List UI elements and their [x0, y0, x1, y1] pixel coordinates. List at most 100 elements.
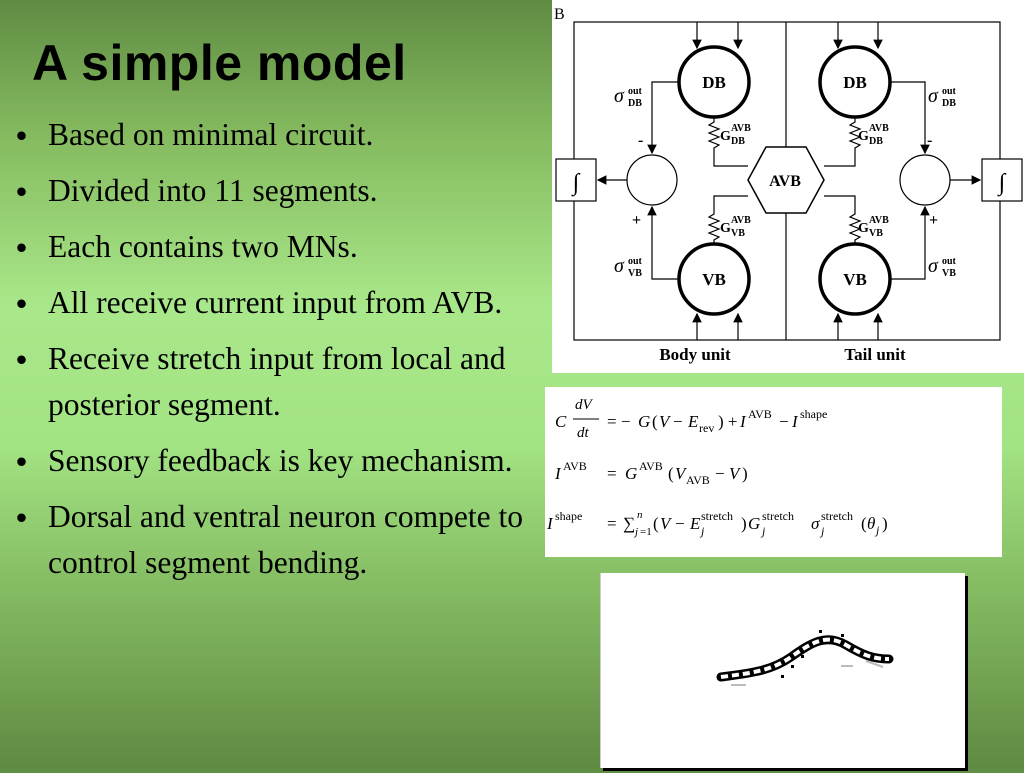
svg-text:) +: ) + [718, 412, 738, 431]
svg-text:j: j [699, 524, 705, 538]
svg-text:shape: shape [555, 509, 582, 523]
svg-text:G: G [638, 412, 650, 431]
avb-label: AVB [769, 173, 801, 190]
svg-text:out: out [628, 86, 643, 97]
svg-text:AVB: AVB [731, 215, 751, 226]
svg-text:I: I [554, 464, 562, 483]
svg-text:AVB: AVB [731, 123, 751, 134]
svg-text:=: = [607, 464, 617, 483]
svg-text:): ) [882, 514, 888, 533]
svg-text:-: - [927, 132, 932, 149]
svg-text:E: E [687, 412, 699, 431]
svg-text:σ: σ [928, 255, 939, 277]
svg-text:AVB: AVB [869, 215, 889, 226]
svg-text:): ) [742, 464, 748, 483]
tail-unit-label: Tail unit [844, 345, 906, 364]
integrator-left [555, 158, 597, 202]
svg-text:θ: θ [867, 514, 875, 533]
svg-text:(: ( [653, 514, 659, 533]
svg-text:-: - [638, 132, 643, 149]
resistor-vb-tail [848, 208, 862, 244]
svg-text:σ: σ [614, 85, 625, 107]
resistor-db-body [707, 117, 721, 154]
svg-text:dt: dt [577, 425, 590, 441]
svg-text:DB: DB [731, 136, 745, 147]
svg-text:out: out [628, 256, 643, 267]
svg-text:VB: VB [628, 268, 642, 279]
svg-text:n: n [637, 509, 643, 521]
svg-text:V: V [675, 464, 688, 483]
svg-text:∫: ∫ [571, 170, 581, 197]
svg-text:out: out [942, 86, 957, 97]
svg-text:=: = [607, 514, 617, 533]
svg-text:I: I [791, 412, 799, 431]
bullet-item: Dorsal and ventral neuron compete to con… [14, 494, 534, 586]
svg-text:−: − [779, 412, 789, 431]
svg-text:DB: DB [628, 98, 642, 109]
svg-text:G: G [858, 129, 869, 144]
svg-text:rev: rev [699, 421, 714, 435]
bullet-item: Receive stretch input from local and pos… [14, 336, 534, 428]
svg-text:AVB: AVB [748, 407, 772, 421]
svg-text:I: I [546, 514, 554, 533]
body-unit-label: Body unit [659, 345, 731, 364]
svg-text:=1: =1 [640, 526, 652, 538]
svg-text:+: + [929, 212, 938, 229]
svg-text:dV: dV [575, 397, 594, 413]
svg-text:−: − [715, 464, 725, 483]
svg-text:AVB: AVB [639, 459, 663, 473]
svg-text:shape: shape [800, 407, 827, 421]
svg-text:stretch: stretch [821, 509, 853, 523]
stretch-markers [781, 630, 844, 678]
svg-text:VB: VB [731, 228, 745, 239]
circuit-diagram: B DB DB VB VB AVB G AVB DB G AVB DB G AV… [552, 0, 1024, 373]
svg-text:j: j [874, 523, 880, 537]
svg-text:−: − [675, 514, 685, 533]
worm-svg [716, 630, 894, 686]
summation-node-right [899, 154, 951, 206]
svg-text:VB: VB [942, 268, 956, 279]
bullet-item: Each contains two MNs. [14, 224, 534, 270]
panel-letter: B [554, 6, 565, 23]
svg-text:G: G [625, 464, 637, 483]
vb-label: VB [702, 270, 726, 289]
svg-text:j: j [633, 526, 638, 538]
worm-shadow [731, 660, 884, 686]
svg-text:VB: VB [869, 228, 883, 239]
vb-label: VB [843, 270, 867, 289]
svg-text:G: G [720, 221, 731, 236]
bullet-item: Divided into 11 segments. [14, 168, 534, 214]
resistor-db-tail [848, 117, 862, 154]
svg-text:∫: ∫ [997, 170, 1007, 197]
svg-text:AVB: AVB [563, 459, 587, 473]
svg-text:G: G [858, 221, 869, 236]
bullet-item: Based on minimal circuit. [14, 112, 534, 158]
svg-text:(: ( [668, 464, 674, 483]
integrator-right [981, 158, 1023, 202]
svg-text:∑: ∑ [623, 514, 635, 533]
svg-text:(: ( [652, 412, 658, 431]
svg-text:DB: DB [942, 98, 956, 109]
sigma-labels: σ out DB σ out DB σ out VB σ out VB [614, 85, 957, 279]
bullet-list: Based on minimal circuit. Divided into 1… [14, 112, 534, 596]
svg-text:E: E [689, 514, 701, 533]
db-label: DB [843, 73, 867, 92]
svg-text:V: V [660, 514, 673, 533]
bullet-item: All receive current input from AVB. [14, 280, 534, 326]
slide-title: A simple model [32, 35, 407, 91]
svg-text:V: V [659, 412, 672, 431]
svg-text:G: G [748, 514, 760, 533]
svg-text:j: j [760, 524, 766, 538]
svg-text:(: ( [861, 514, 867, 533]
resistor-vb-body [707, 208, 721, 244]
svg-text:σ: σ [928, 85, 939, 107]
svg-text:out: out [942, 256, 957, 267]
summation-node-left [626, 154, 678, 206]
svg-text:= −: = − [607, 412, 630, 431]
svg-text:−: − [673, 412, 683, 431]
